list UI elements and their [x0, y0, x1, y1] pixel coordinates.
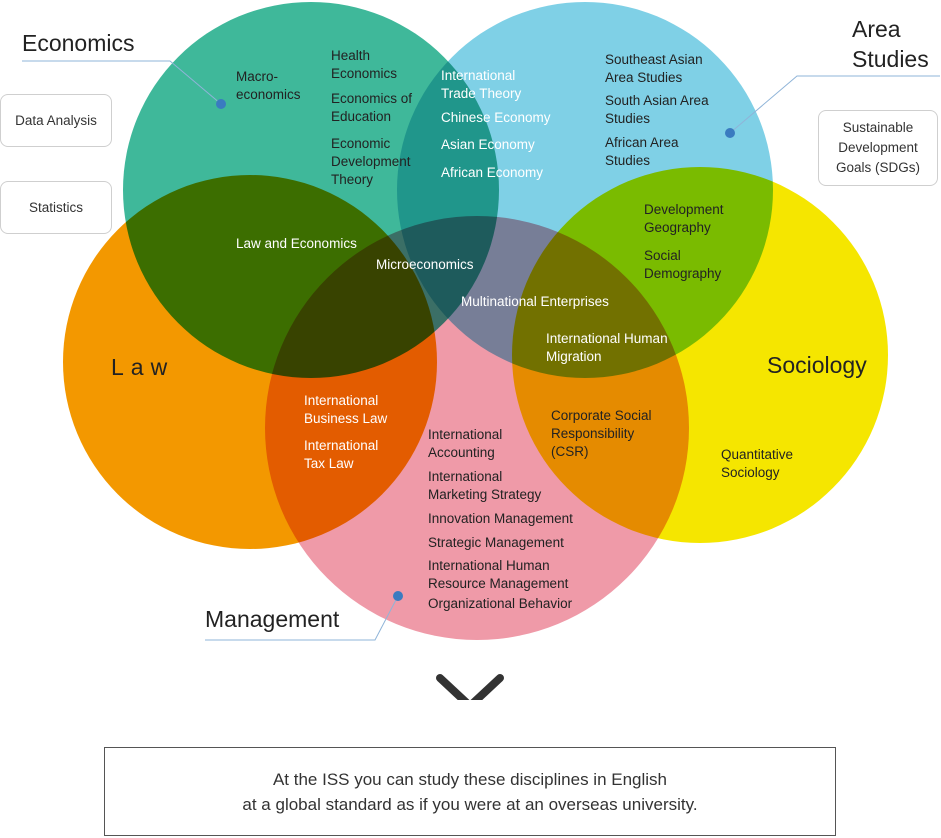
- area-studies-circle: [397, 2, 773, 378]
- topic-asian-economy: Asian Economy: [441, 137, 535, 152]
- topic-strategic-management: Strategic Management: [428, 535, 564, 550]
- management-title: Management: [205, 606, 340, 632]
- topic-innovation-management: Innovation Management: [428, 511, 573, 526]
- data-analysis-box: Data Analysis: [0, 94, 112, 147]
- topic-microeconomics: Microeconomics: [376, 257, 474, 272]
- management-connector-dot: [393, 591, 403, 601]
- area-studies-connector-line: [729, 75, 940, 134]
- topic-organizational-behavior: Organizational Behavior: [428, 596, 573, 611]
- topic-african-economy: African Economy: [441, 165, 543, 180]
- connectors: [22, 60, 940, 641]
- sdgs-box: Sustainable Development Goals (SDGs): [818, 110, 938, 186]
- bottom-note: At the ISS you can study these disciplin…: [104, 747, 836, 836]
- area-studies-title-line1: Area: [852, 16, 901, 42]
- sociology-title: Sociology: [767, 352, 867, 378]
- law-title: Law: [111, 354, 174, 380]
- topic-macroeconomics: Macro-economics: [236, 69, 301, 102]
- economics-circle: [123, 2, 499, 378]
- economics-connector-line: [22, 60, 222, 105]
- circles: [63, 2, 888, 640]
- topic-multinational-enterprises: Multinational Enterprises: [461, 294, 609, 309]
- area-studies-title-line2: Studies: [852, 46, 929, 72]
- economics-title: Economics: [22, 30, 134, 56]
- topic-chinese-economy: Chinese Economy: [441, 110, 551, 125]
- topic-law-and-economics: Law and Economics: [236, 236, 357, 251]
- chevron-down-icon: [436, 674, 504, 700]
- area-studies-connector-dot: [725, 128, 735, 138]
- circle-titles: Economics Area Studies Law Sociology Man…: [22, 16, 929, 632]
- economics-connector-dot: [216, 99, 226, 109]
- venn-diagram: Economics Area Studies Law Sociology Man…: [22, 2, 940, 700]
- management-connector-line: [205, 595, 399, 641]
- statistics-box: Statistics: [0, 181, 112, 234]
